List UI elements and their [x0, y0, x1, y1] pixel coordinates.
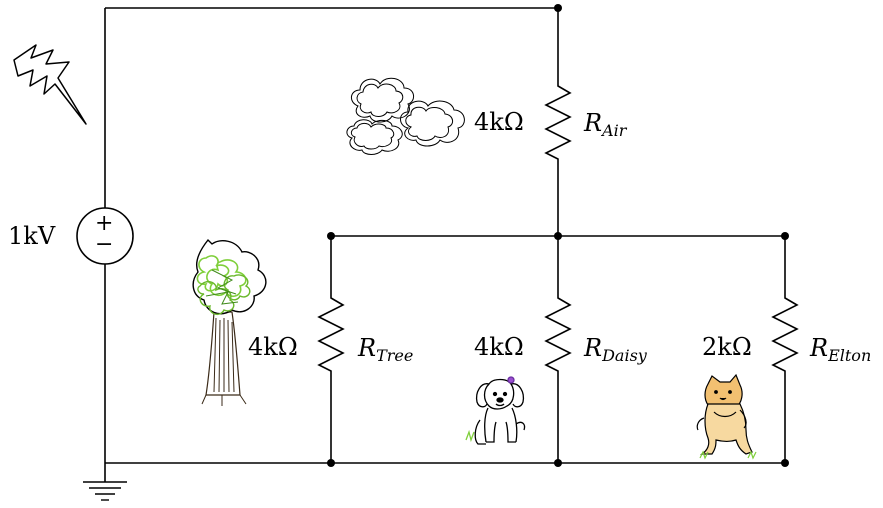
junction-dot	[327, 232, 335, 240]
resistor-tree-value: 4kΩ	[248, 333, 298, 361]
resistor-air-value: 4kΩ	[474, 108, 524, 136]
source-value: 1kV	[8, 222, 56, 250]
junction-dot	[327, 459, 335, 467]
junction-dot	[781, 232, 789, 240]
cloud-icon	[346, 77, 465, 155]
wires	[104, 7, 786, 482]
junction-dot	[554, 4, 562, 12]
voltage-source	[76, 207, 134, 265]
source-plus-sign: +	[95, 211, 114, 236]
resistor-daisy-value: 4kΩ	[474, 333, 524, 361]
resistor-daisy-name: RDaisy	[584, 334, 647, 365]
source-minus-sign: −	[95, 232, 114, 257]
ground-icon	[83, 481, 127, 501]
resistor-air-name: RAir	[584, 109, 627, 140]
lightning-icon	[13, 44, 87, 125]
resistor-elton-value: 2kΩ	[702, 333, 752, 361]
tree-icon	[192, 238, 267, 406]
resistor-elton	[771, 292, 799, 377]
resistor-elton-name: RElton	[810, 334, 872, 365]
dog-icon	[465, 376, 526, 445]
junction-dot	[554, 459, 562, 467]
resistor-air	[544, 80, 572, 165]
junction-dot	[554, 232, 562, 240]
junction-dot	[781, 459, 789, 467]
cat-icon	[696, 373, 757, 460]
junction-dots	[327, 4, 789, 467]
resistor-tree	[317, 292, 345, 377]
resistor-daisy	[544, 292, 572, 377]
resistor-tree-name: RTree	[358, 334, 414, 365]
